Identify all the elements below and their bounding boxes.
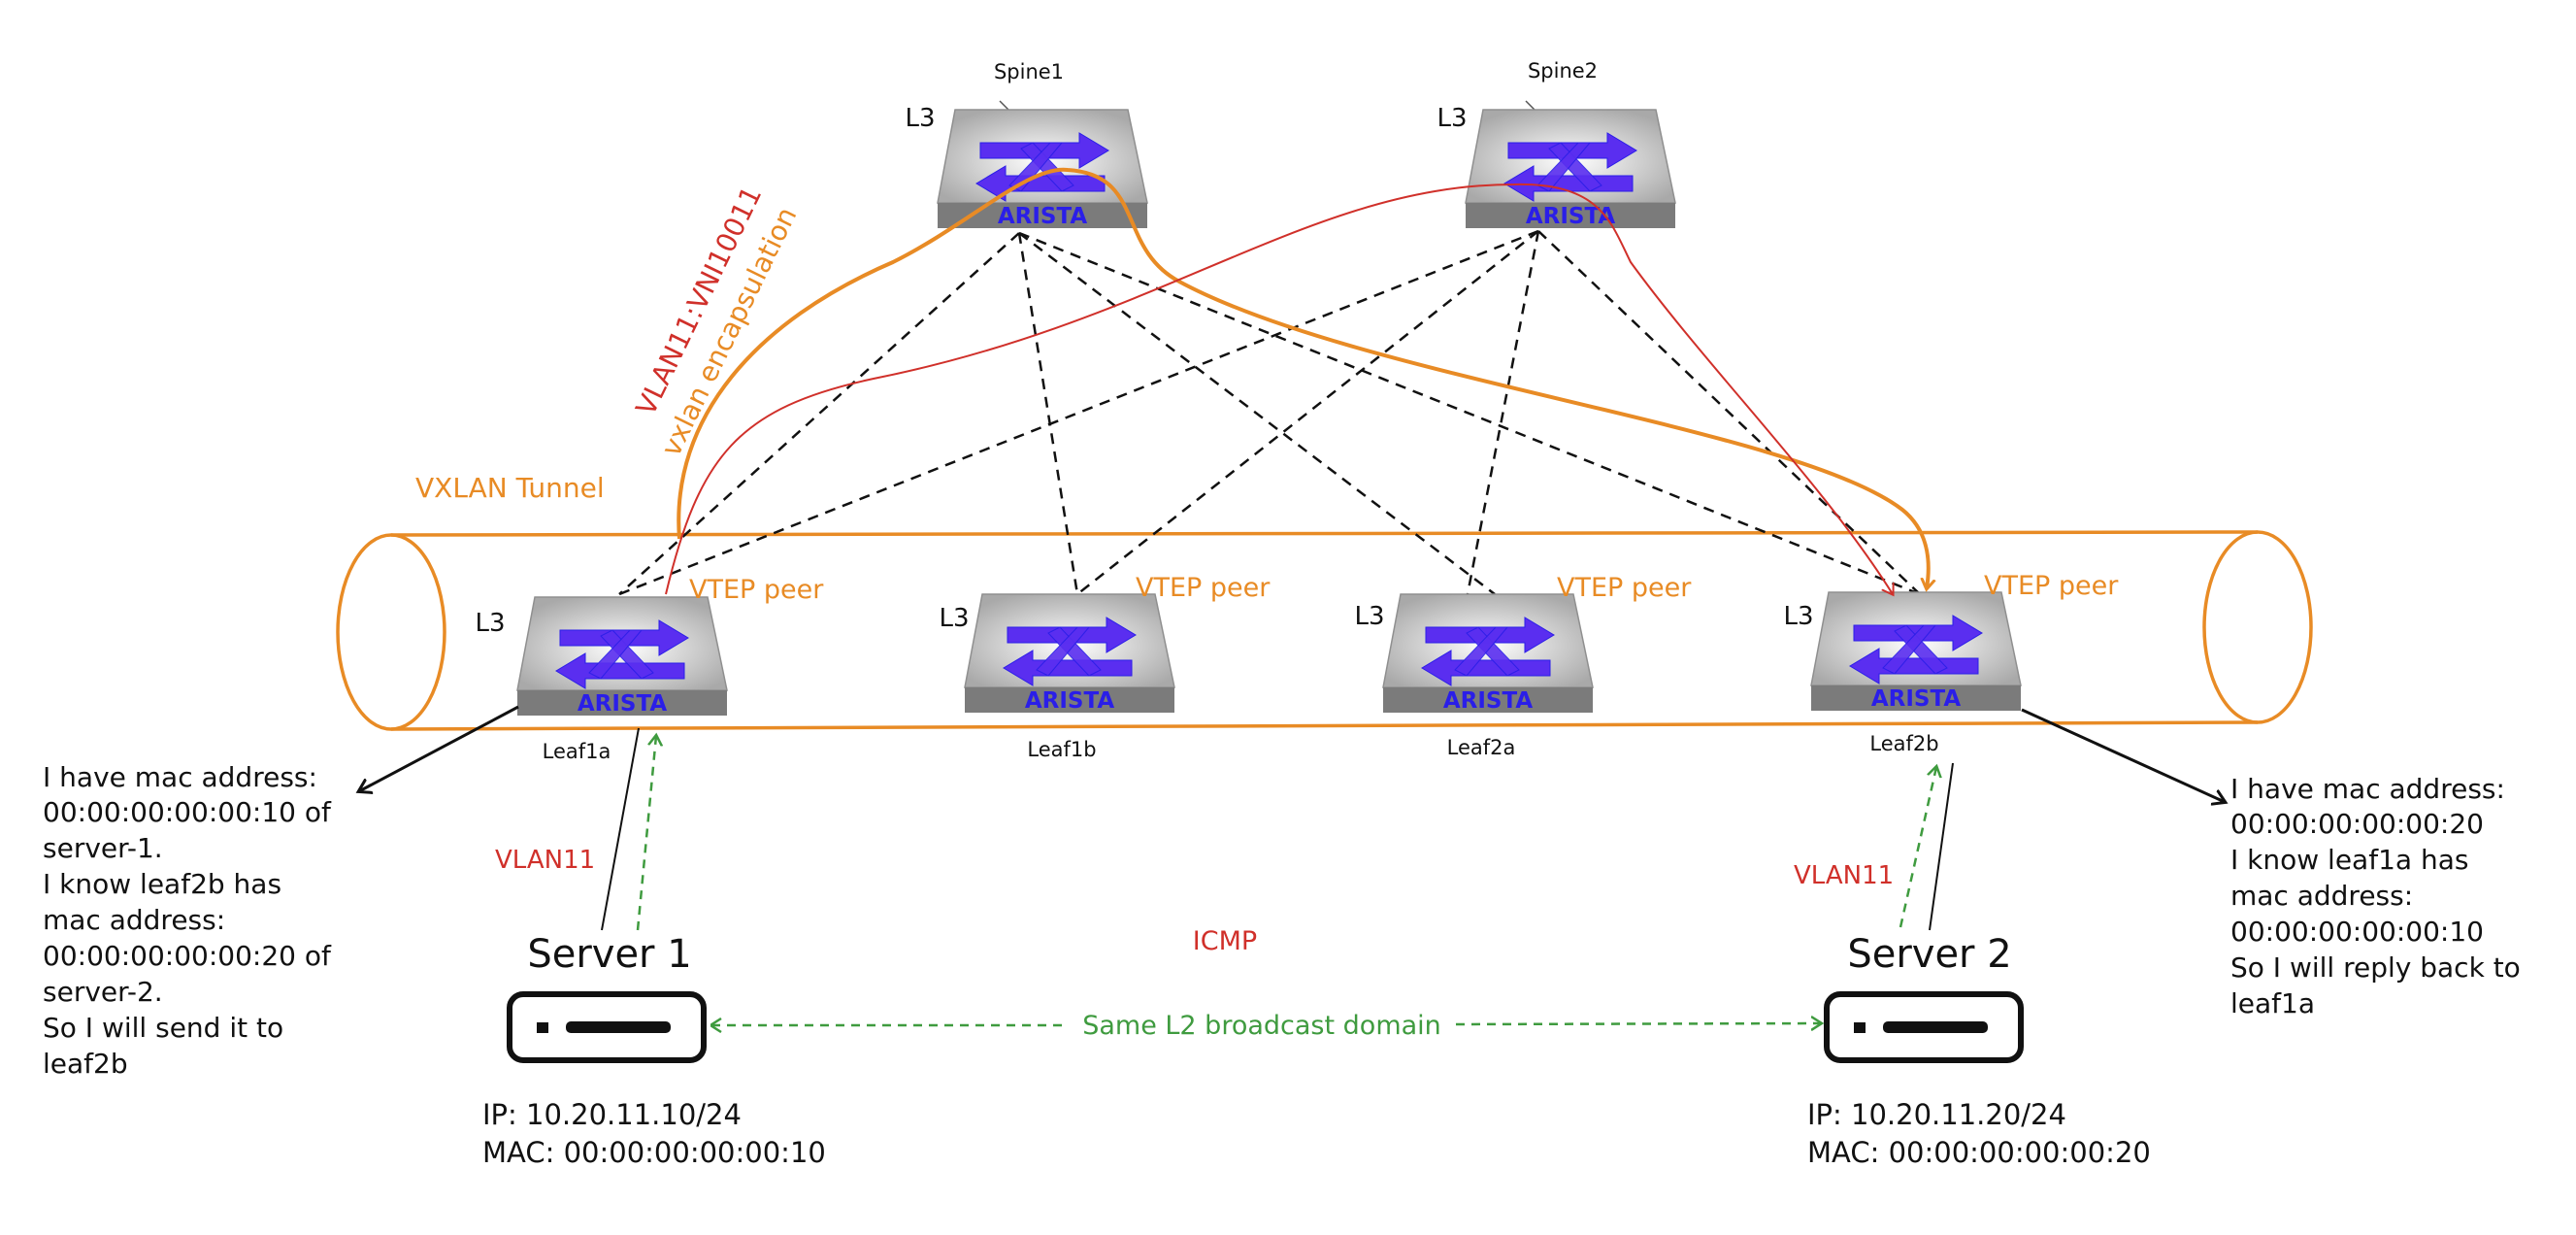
- left-note: I have mac address: 00:00:00:00:00:10 of…: [43, 761, 340, 1080]
- note-line: mac address:: [43, 904, 225, 936]
- note-line: I know leaf1a has: [2230, 844, 2468, 876]
- server-ip: IP: 10.20.11.20/24: [1807, 1098, 2066, 1131]
- vxlan-tunnel: [336, 530, 2313, 731]
- layer-label: L3: [1437, 104, 1467, 133]
- icmp-label: ICMP: [1193, 926, 1257, 956]
- left-note-arrow: [359, 705, 519, 791]
- server-mac: MAC: 00:00:00:00:00:10: [482, 1136, 826, 1169]
- server-1: Server 1 IP: 10.20.11.10/24 MAC: 00:00:0…: [482, 932, 826, 1169]
- layer-label: L3: [939, 604, 969, 633]
- leaf-name: Leaf1a: [543, 740, 611, 763]
- leaf-switch: Leaf1a L3 VTEP peer: [475, 575, 824, 763]
- link-spine1-leaf2a: [1018, 232, 1496, 595]
- spine-switch: Spine2 L3: [1437, 59, 1676, 230]
- server2-uplink: VLAN11: [1794, 762, 1954, 931]
- layer-label: L3: [475, 609, 505, 638]
- note-line: 00:00:00:00:00:10 of: [43, 796, 332, 828]
- fabric-links: [618, 229, 1921, 596]
- link-spine1-leaf1b: [1017, 232, 1079, 595]
- leaf-switch: Leaf1b L3 VTEP peer: [939, 573, 1271, 761]
- server-name: Server 1: [527, 932, 691, 977]
- leaf-name: Leaf2b: [1869, 732, 1938, 755]
- leaf-name: Leaf2a: [1447, 736, 1516, 759]
- spine-name: Spine2: [1528, 59, 1598, 83]
- return-path-red: [665, 183, 1893, 594]
- note-line: 00:00:00:00:00:20: [2230, 808, 2484, 840]
- right-note-arrow: [2021, 708, 2225, 802]
- right-note: I have mac address: 00:00:00:00:00:20 I …: [2230, 773, 2529, 1019]
- note-line: 00:00:00:00:00:20 of: [43, 940, 332, 972]
- note-line: So I will reply back to: [2230, 951, 2521, 984]
- note-line: I have mac address:: [43, 761, 317, 793]
- server-mac: MAC: 00:00:00:00:00:20: [1807, 1136, 2151, 1169]
- link-spine1-leaf2b: [1018, 231, 1921, 596]
- link-spine2-leaf1b: [1076, 230, 1539, 595]
- link-spine1-leaf1a: [618, 232, 1020, 595]
- server-name: Server 2: [1847, 932, 2011, 977]
- leaf-switch: Leaf2a L3 VTEP peer: [1354, 573, 1692, 759]
- spine-name: Spine1: [994, 60, 1064, 83]
- vlan-label: VLAN11: [495, 846, 595, 875]
- layer-label: L3: [1354, 602, 1384, 631]
- layer-label: L3: [905, 104, 935, 133]
- broadcast-label: Same L2 broadcast domain: [1082, 1011, 1441, 1041]
- note-line: 00:00:00:00:00:10: [2230, 916, 2484, 948]
- note-line: leaf2b: [43, 1048, 128, 1080]
- leaf-name: Leaf1b: [1027, 738, 1096, 761]
- vtep-label: VTEP peer: [1557, 573, 1692, 603]
- link-spine2-leaf2b: [1537, 230, 1921, 595]
- link-spine2-leaf2a: [1466, 230, 1540, 595]
- note-line: server-2.: [43, 976, 163, 1008]
- vlan-label: VLAN11: [1794, 861, 1894, 890]
- vtep-label: VTEP peer: [689, 575, 824, 605]
- tunnel-label: VXLAN Tunnel: [415, 472, 605, 504]
- note-line: leaf1a: [2230, 987, 2315, 1019]
- vxlan-path-orange: [677, 167, 1928, 588]
- server-ip: IP: 10.20.11.10/24: [482, 1098, 742, 1131]
- spine-switch: Spine1 L3: [905, 60, 1148, 230]
- server-2: Server 2 IP: 10.20.11.20/24 MAC: 00:00:0…: [1807, 932, 2151, 1169]
- note-line: mac address:: [2230, 880, 2413, 912]
- leaf-switch: Leaf2b L3 VTEP peer: [1783, 571, 2119, 755]
- vtep-label: VTEP peer: [1136, 573, 1271, 603]
- vtep-label: VTEP peer: [1984, 571, 2119, 601]
- server1-uplink: VLAN11: [495, 727, 656, 931]
- note-line: I have mac address:: [2230, 773, 2505, 805]
- note-line: I know leaf2b has: [43, 868, 281, 900]
- note-line: server-1.: [43, 832, 163, 864]
- layer-label: L3: [1783, 602, 1813, 631]
- broadcast-domain-line: [1455, 1023, 1821, 1024]
- note-line: So I will send it to: [43, 1012, 283, 1044]
